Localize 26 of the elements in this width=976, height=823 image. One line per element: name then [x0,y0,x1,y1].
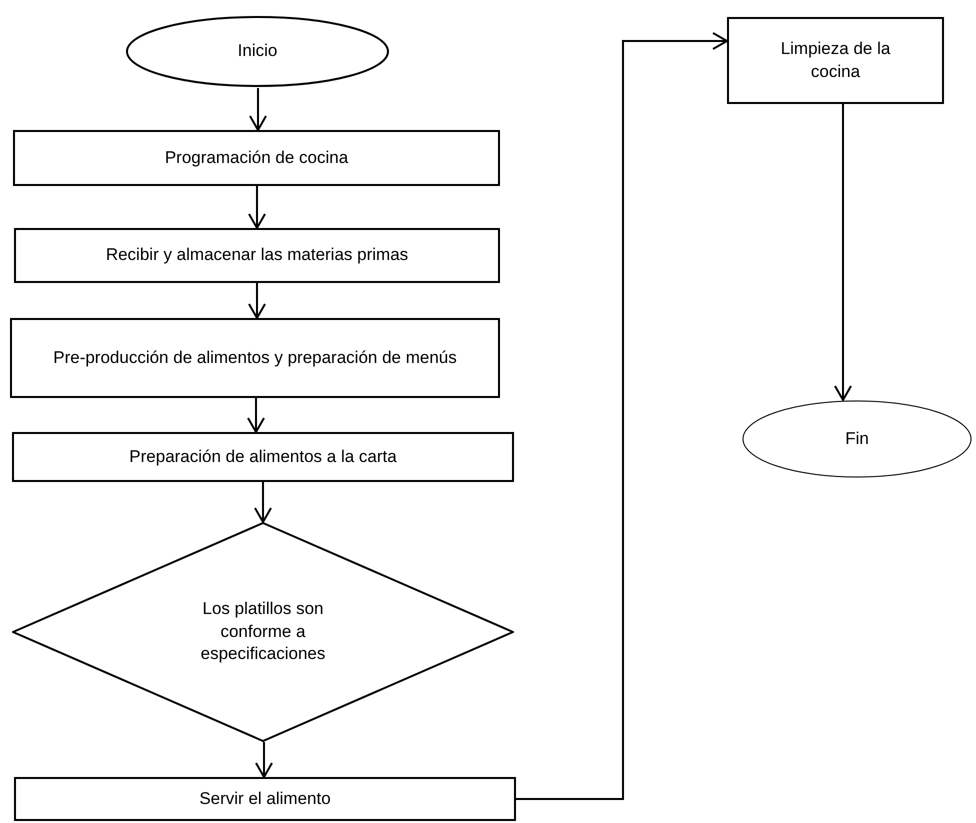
arrow [834,104,852,401]
arrow [254,482,272,523]
node-label: Programación de cocina [164,146,350,169]
end-ellipse [742,400,972,478]
process-box [10,318,500,398]
node-label: Servir el alimento [198,788,332,810]
process-box [727,17,944,104]
decision-diamond [12,522,514,742]
node-label: Fin [845,428,869,450]
arrow [248,186,266,229]
node-label: Pre-producción de alimentos y preparación de menús [53,346,457,369]
arrow [248,283,266,319]
node-label: Recibir y almacenar las materias primas [104,244,410,266]
process-box [14,228,500,283]
arrow [249,88,267,131]
process-box [13,130,500,186]
node-label: Limpieza de la cocina [780,38,892,82]
arrow [255,742,273,778]
process-box [12,432,514,482]
node-label: Preparación de alimentos a la carta [128,446,398,468]
arrow [247,398,265,433]
arrow [516,32,728,800]
start-ellipse [125,15,390,88]
node-label: Los platillos son conforme a especificaciones [200,598,326,666]
process-box [14,777,516,821]
node-label: Inicio [238,40,278,62]
